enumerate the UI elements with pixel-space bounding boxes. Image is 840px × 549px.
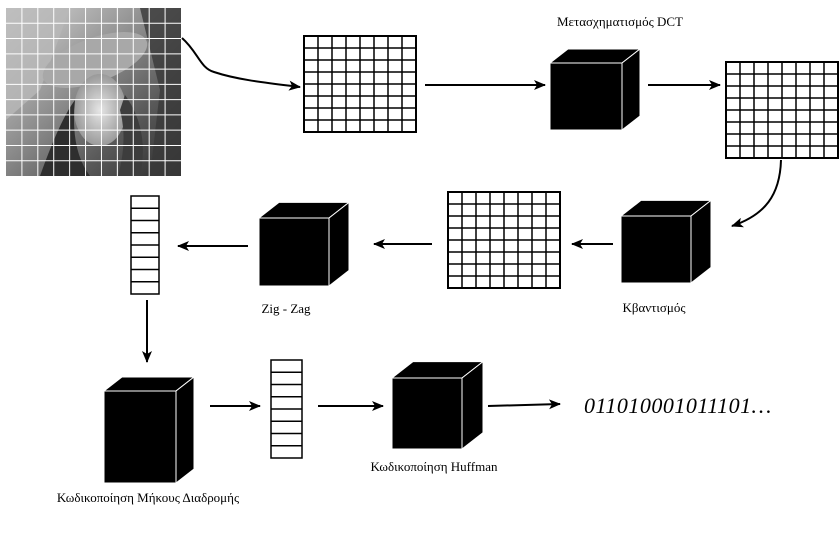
flow-arrows bbox=[142, 37, 782, 411]
zigzag-vector bbox=[130, 195, 160, 295]
dct-cube-icon bbox=[548, 47, 642, 132]
quantization-cube-icon bbox=[619, 199, 713, 285]
source-image bbox=[6, 8, 181, 176]
huffman-label: Κωδικοποίηση Huffman bbox=[371, 459, 498, 474]
zigzag-label: Zig - Zag bbox=[261, 301, 311, 316]
dct-coefficient-grid bbox=[725, 61, 839, 159]
arrow-grid-down-to-quant bbox=[731, 159, 782, 228]
output-bitstream: 011010001011101… bbox=[584, 393, 772, 418]
rle-label: Κωδικοποίηση Μήκους Διαδρομής bbox=[57, 490, 240, 505]
image-block-grid bbox=[6, 8, 181, 176]
huffman-cube-icon bbox=[390, 360, 485, 451]
pixel-block-grid bbox=[303, 35, 417, 133]
arrow-image-to-grid bbox=[181, 37, 301, 91]
arrow-huffman-to-bits bbox=[487, 399, 561, 410]
rle-cube-icon bbox=[102, 375, 196, 485]
quantized-coefficient-grid bbox=[447, 191, 561, 289]
zigzag-cube-icon bbox=[257, 201, 351, 288]
quantization-label: Κβαντισμός bbox=[622, 300, 686, 315]
rle-vector bbox=[270, 359, 303, 459]
dct-label: Μετασχηματισμός DCT bbox=[557, 14, 683, 29]
